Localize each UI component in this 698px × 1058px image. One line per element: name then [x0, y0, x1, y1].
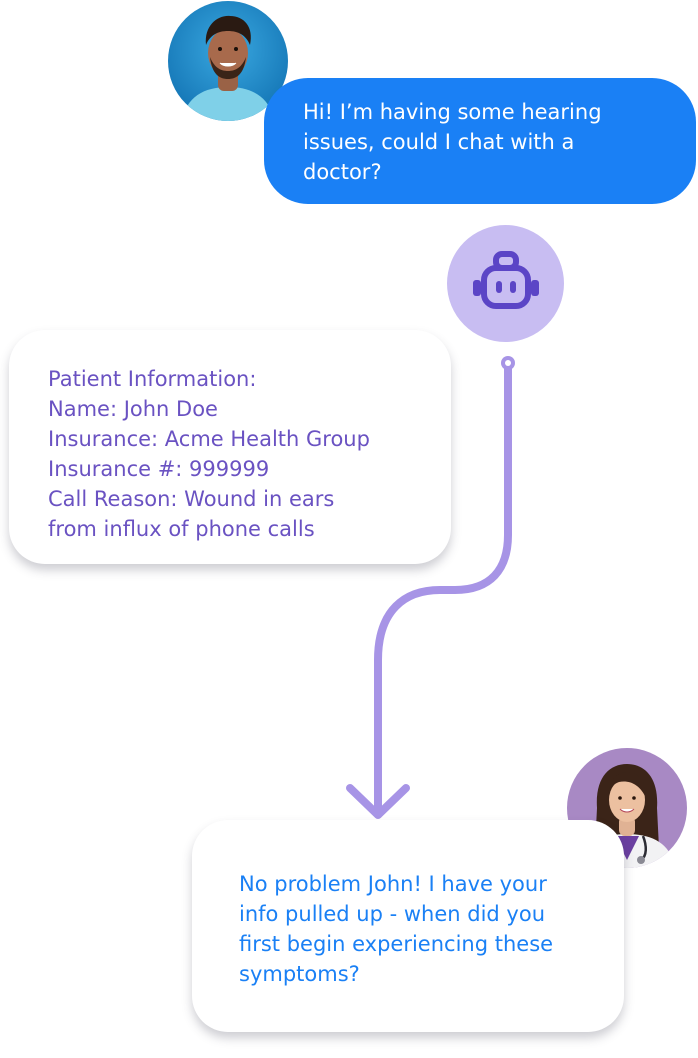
- patient-info-name: Name: John Doe: [48, 397, 218, 421]
- patient-info-call-reason-cont: from influx of phone calls: [48, 517, 315, 541]
- robot-icon: [472, 250, 539, 309]
- patient-photo-icon: [168, 1, 288, 121]
- patient-message-line: doctor?: [303, 160, 382, 184]
- doctor-message-line: first begin experiencing these: [239, 932, 554, 956]
- doctor-message-line: symptoms?: [239, 962, 360, 986]
- patient-avatar: [168, 1, 288, 121]
- doctor-message-line: info pulled up - when did you: [239, 902, 546, 926]
- patient-message-line: issues, could I chat with a: [303, 130, 575, 154]
- patient-info-insurance-number: Insurance #: 999999: [48, 457, 270, 481]
- bot-avatar: [447, 225, 564, 342]
- patient-message-bubble: Hi! I’m having some hearing issues, coul…: [264, 78, 696, 204]
- patient-info-title: Patient Information:: [48, 367, 257, 391]
- patient-message-line: Hi! I’m having some hearing: [303, 100, 602, 124]
- doctor-message-line: No problem John! I have your: [239, 872, 547, 896]
- patient-info-call-reason: Call Reason: Wound in ears: [48, 487, 335, 511]
- doctor-message-bubble: No problem John! I have your info pulled…: [192, 820, 624, 1032]
- patient-info-insurance: Insurance: Acme Health Group: [48, 427, 370, 451]
- patient-info-card: Patient Information: Name: John Doe Insu…: [9, 330, 451, 564]
